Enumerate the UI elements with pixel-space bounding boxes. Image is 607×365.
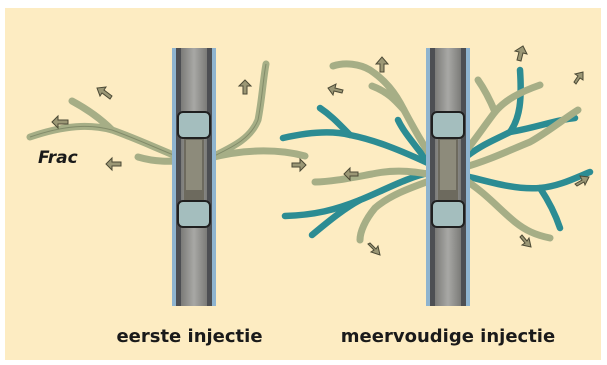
arrow-icon [239,80,251,94]
left-packer-top [178,112,210,138]
arrow-icon [376,57,388,72]
arrow-icon [520,235,531,247]
frac-label: Frac [38,148,78,168]
arrow-icon [292,159,306,171]
arrow-icon [515,46,527,61]
left-wellbore [172,48,216,306]
right-packer-bottom [432,201,464,227]
arrow-icon [97,87,112,99]
right-packer-top [432,112,464,138]
arrow-icon [574,72,583,84]
arrow-icon [368,243,380,255]
left-packer-bottom [178,201,210,227]
right-wellbore [426,48,470,306]
arrow-icon [106,158,121,170]
arrow-icon [328,84,343,95]
caption-multiple-injection: meervoudige injectie [330,326,566,347]
caption-first-injection: eerste injectie [112,326,267,347]
